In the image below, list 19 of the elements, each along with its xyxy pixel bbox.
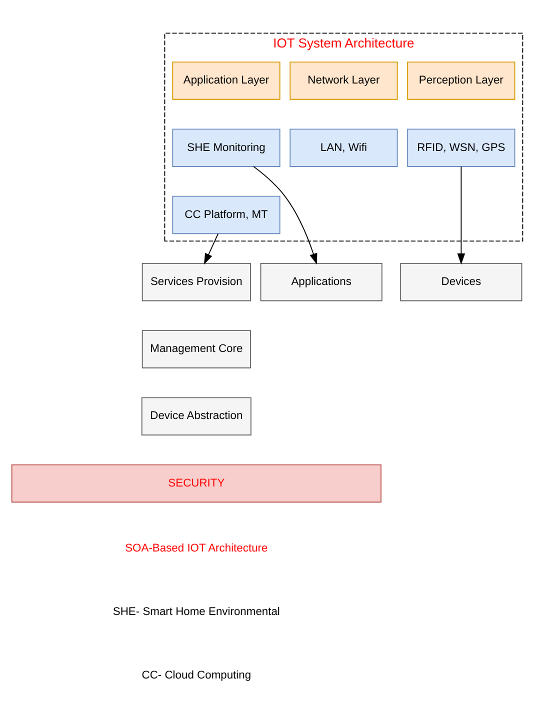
node-box: CC Platform, MT: [172, 195, 280, 234]
node-box: LAN, Wifi: [290, 128, 398, 166]
node-box: Services Provision: [142, 262, 251, 301]
label: SHE- Smart Home Environmental: [112, 605, 280, 618]
label: CC- Cloud Computing: [142, 668, 252, 681]
node-box: SECURITY: [11, 464, 382, 502]
node-box: Perception Layer: [407, 61, 516, 100]
node-box: Application Layer: [172, 61, 280, 100]
node-box: Applications: [260, 262, 382, 301]
label: SOA-Based IOT Architecture: [125, 542, 268, 554]
node-box: Network Layer: [290, 61, 398, 100]
node-box: Management Core: [142, 330, 251, 368]
arrow: [457, 166, 466, 264]
arrow: [253, 166, 318, 264]
node-box: RFID, WSN, GPS: [407, 128, 516, 166]
node-box: Devices: [400, 262, 522, 301]
node-box: Device Abstraction: [141, 396, 252, 435]
node-box: SHE Monitoring: [172, 128, 280, 166]
arrow: [204, 232, 219, 264]
